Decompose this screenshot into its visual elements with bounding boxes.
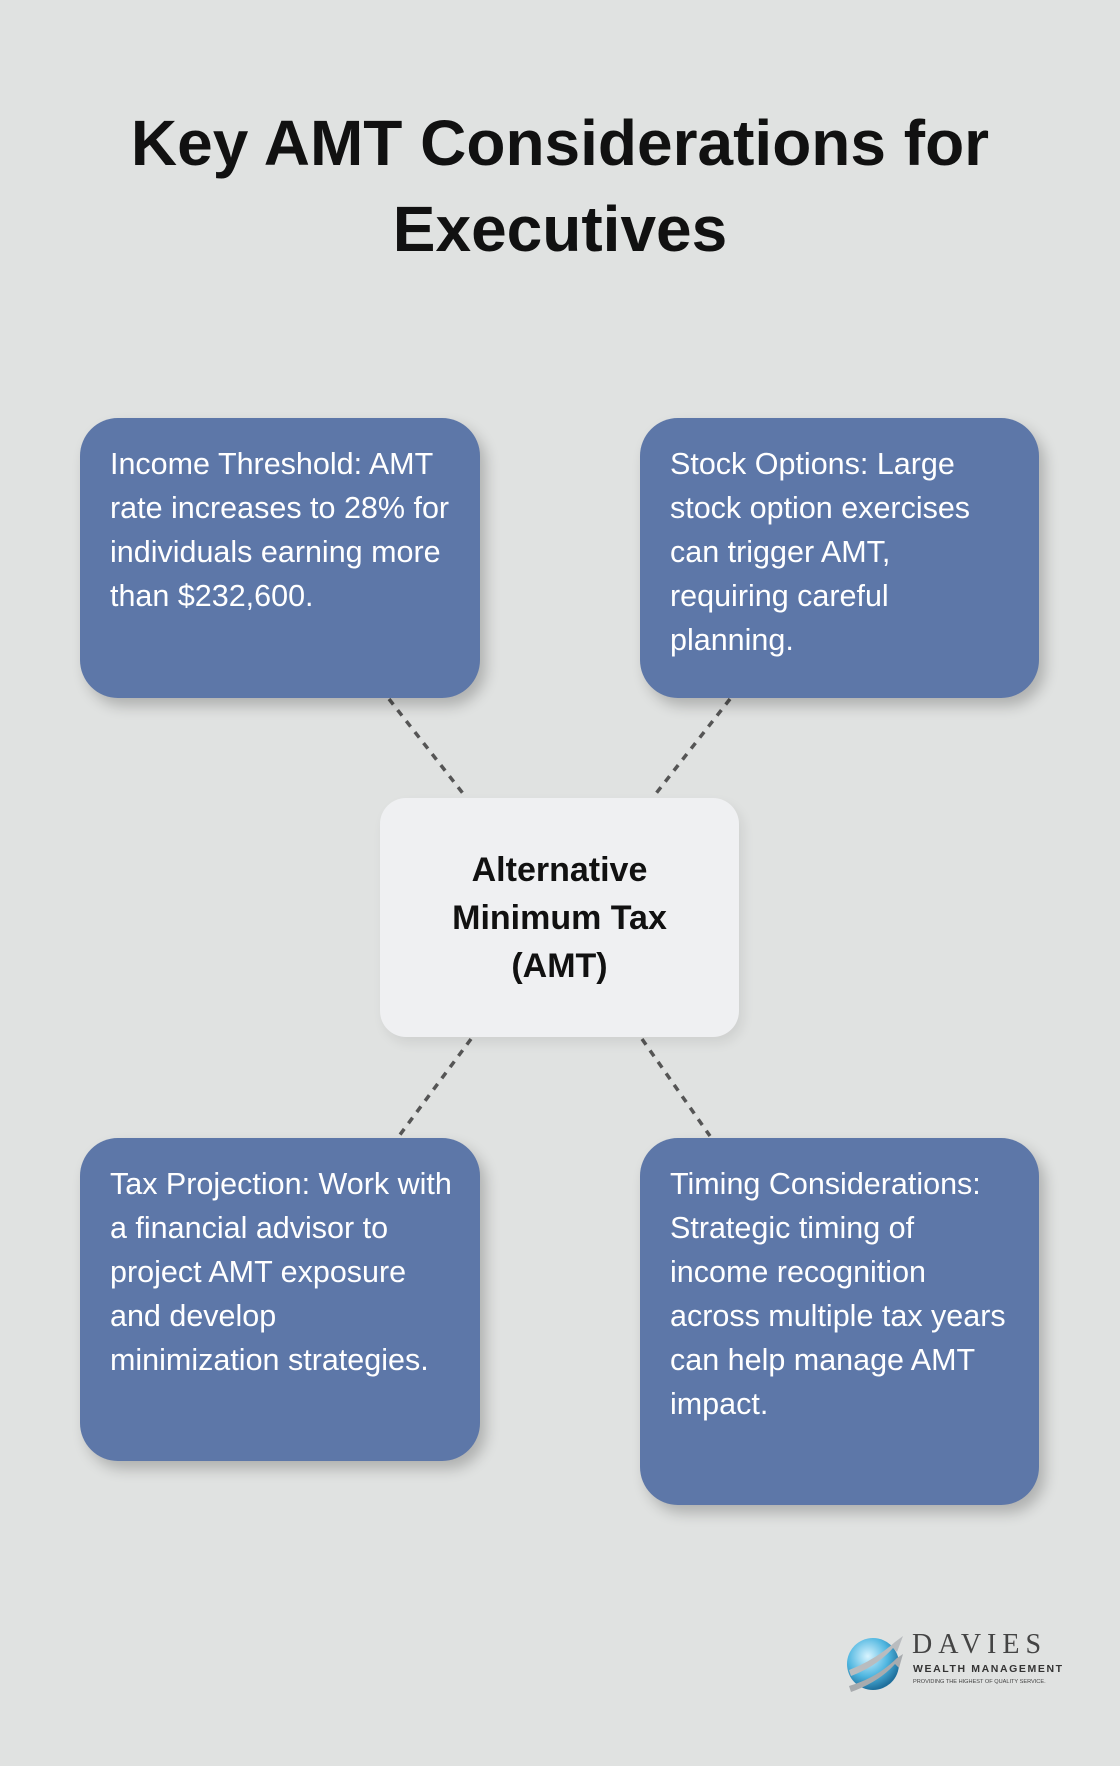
title-line-2: Executives: [392, 193, 728, 265]
connector-timing: [640, 1037, 712, 1138]
page-title: Key AMT Considerations for Executives: [0, 100, 1120, 272]
logo-tagline: PROVIDING THE HIGHEST OF QUALITY SERVICE…: [913, 1679, 1046, 1685]
box-text: Timing Considerations: Strategic timing …: [670, 1167, 1006, 1421]
connector-stock: [652, 697, 732, 798]
tax-projection-box: Tax Projection: Work with a financial ad…: [80, 1138, 480, 1461]
globe-icon: [847, 1636, 903, 1692]
box-text: Stock Options: Large stock option exerci…: [670, 447, 971, 657]
connector-income: [387, 697, 467, 798]
stock-options-box: Stock Options: Large stock option exerci…: [640, 418, 1039, 698]
davies-logo: DAVIES WEALTH MANAGEMENT PROVIDING THE H…: [845, 1630, 1075, 1700]
timing-considerations-box: Timing Considerations: Strategic timing …: [640, 1138, 1039, 1505]
box-text: Tax Projection: Work with a financial ad…: [110, 1167, 452, 1377]
logo-name: DAVIES: [912, 1629, 1048, 1660]
income-threshold-box: Income Threshold: AMT rate increases to …: [80, 418, 480, 698]
center-node: Alternative Minimum Tax (AMT): [380, 798, 739, 1037]
box-text: Income Threshold: AMT rate increases to …: [110, 447, 450, 613]
logo-subtitle: WEALTH MANAGEMENT: [913, 1663, 1064, 1675]
center-label: Alternative Minimum Tax (AMT): [452, 850, 667, 985]
title-line-1: Key AMT Considerations for: [130, 107, 990, 179]
connector-tax: [397, 1037, 473, 1138]
